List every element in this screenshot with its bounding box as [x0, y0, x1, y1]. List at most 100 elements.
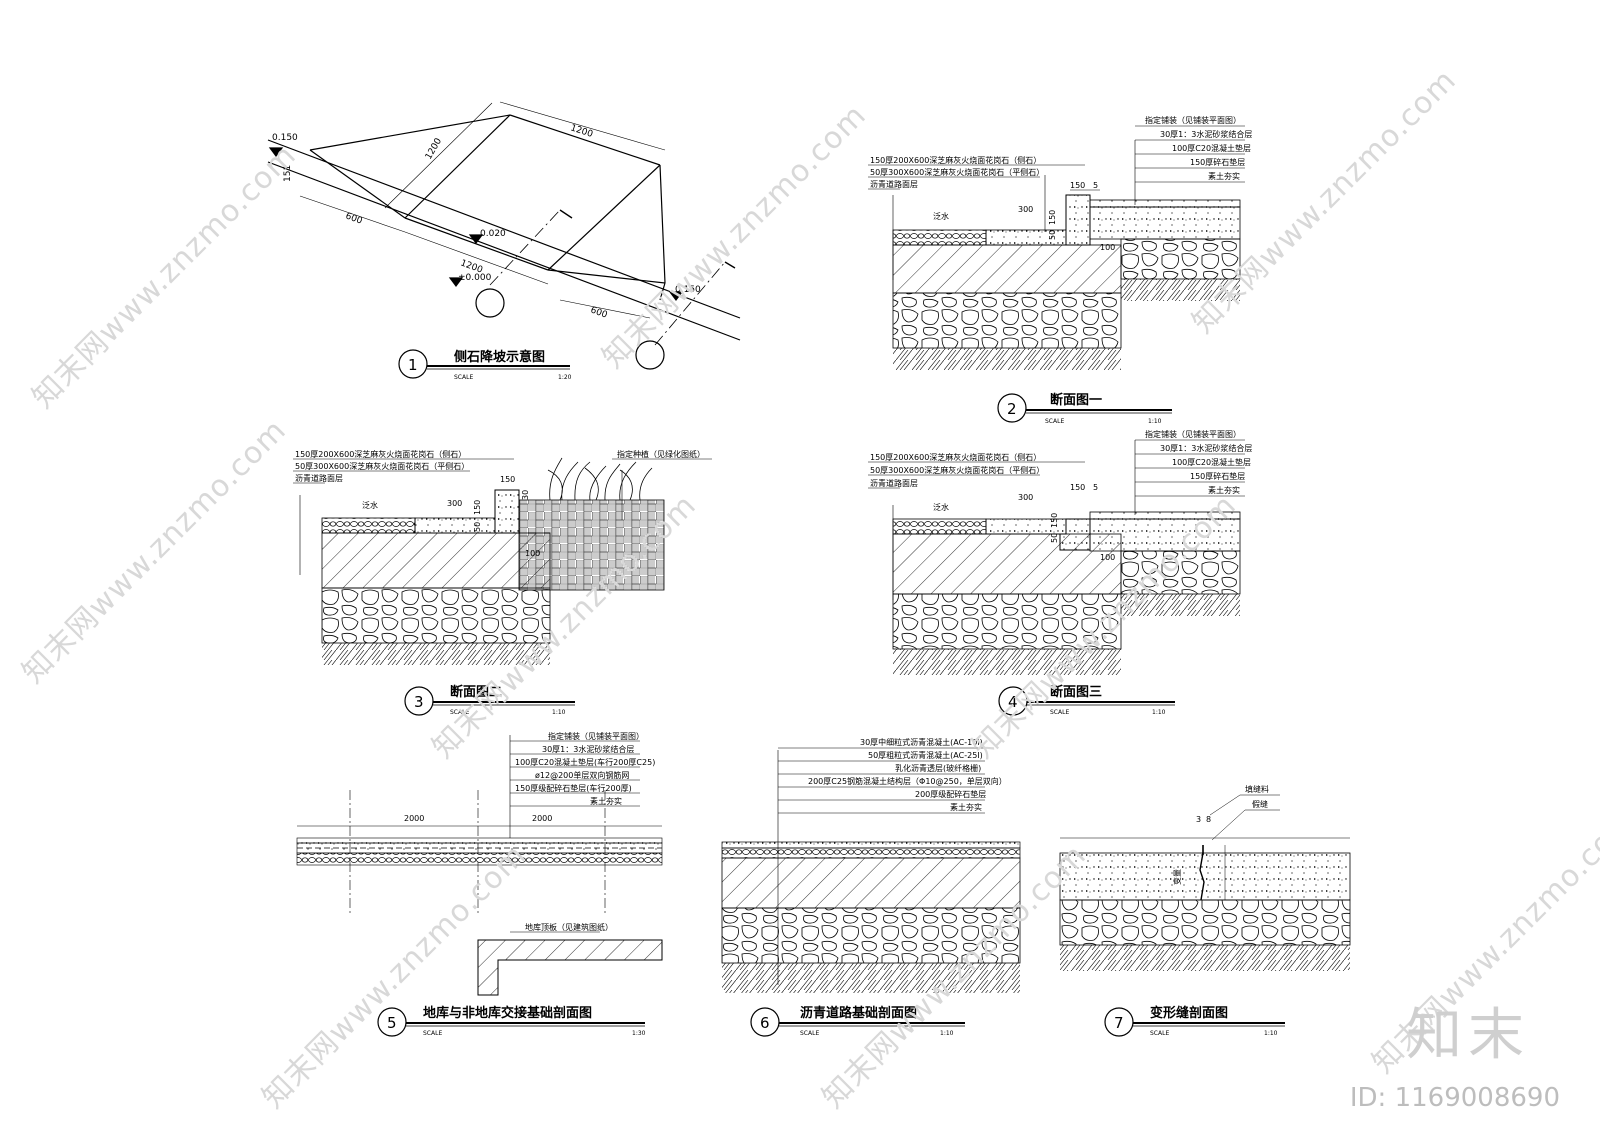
detail-4-notes: 150厚200X600深芝麻灰火烧面花岗石（侧石） 50厚300X600深芝麻灰…	[868, 429, 1252, 562]
note: 100厚C20混凝土垫层	[1172, 143, 1251, 153]
note: 200厚C25钢筋混凝土结构层（Φ10@250，单层双向）	[808, 776, 1007, 786]
note: 150厚200X600深芝麻灰火烧面花岗石（侧石）	[870, 155, 1041, 165]
title-block-7: 7 变形缝剖面图 SCALE 1:10	[1104, 1005, 1285, 1037]
detail-title: 断面图一	[1050, 392, 1102, 408]
detail-3-notes: 150厚200X600深芝麻灰火烧面花岗石（侧石） 50厚300X600深芝麻灰…	[293, 449, 712, 558]
note: 地库顶板（见建筑图纸）	[525, 922, 613, 932]
note: 150厚碎石垫层	[1190, 157, 1245, 167]
dim-label: 1200	[424, 136, 444, 161]
note: 指定铺装（见铺装平面图）	[1145, 429, 1241, 439]
detail-number: 1	[408, 356, 418, 374]
note: 沥青道路面层	[295, 473, 343, 483]
detail-title: 断面图二	[450, 684, 502, 700]
dim-label: 151	[283, 165, 293, 182]
scale-value: 1:10	[1152, 709, 1166, 716]
dim-label: 5	[1093, 483, 1098, 492]
title-block-3: 3 断面图二 SCALE 1:10	[404, 684, 575, 716]
level-label: ±0.000	[458, 273, 492, 283]
note: 沥青道路面层	[870, 478, 918, 488]
detail-number: 4	[1008, 693, 1018, 711]
scale-value: 1:20	[558, 374, 572, 381]
detail-2-section	[892, 140, 1241, 370]
note: 100厚C20混凝土垫层	[1172, 457, 1251, 467]
note: ø12@200单层双向钢筋网	[535, 770, 629, 780]
note: 填缝料	[1245, 784, 1269, 794]
scale-value: 1:30	[632, 1030, 646, 1037]
detail-number: 2	[1007, 400, 1017, 418]
scale-value: 1:10	[940, 1030, 954, 1037]
note: 假缝	[1252, 799, 1268, 809]
dim-label: 600	[344, 211, 364, 226]
dim-label: 8	[1206, 815, 1211, 824]
dim-label: 100	[1100, 243, 1115, 252]
note: 50厚300X600深芝麻灰火烧面花岗石（平侧石）	[295, 461, 469, 471]
note: 30厚1：3水泥砂浆结合层	[542, 744, 634, 754]
title-block-2: 2 断面图一 SCALE 1:10	[997, 392, 1172, 425]
detail-7-notes: 填缝料 假缝 3 8 变量	[1172, 784, 1269, 885]
label: 泛水	[933, 211, 949, 221]
detail-number: 6	[760, 1014, 770, 1032]
detail-4-section	[892, 440, 1241, 675]
scale-label: SCALE	[450, 709, 469, 716]
note: 素土夯实	[950, 802, 982, 812]
dim-label: 100	[525, 549, 540, 558]
title-block-1: 1 侧石降坡示意图 SCALE 1:20	[398, 349, 572, 381]
note: 50厚300X600深芝麻灰火烧面花岗石（平侧石）	[870, 465, 1044, 475]
note: 50厚粗粒式沥青混凝土(AC-25Ⅰ)	[868, 750, 983, 760]
scale-label: SCALE	[423, 1030, 442, 1037]
scale-value: 1:10	[1148, 418, 1162, 425]
dim-label: 150	[473, 500, 482, 515]
dim-label: 50	[473, 522, 482, 532]
note: 150厚碎石垫层	[1190, 471, 1245, 481]
detail-7-section	[1059, 794, 1351, 971]
dim-label: 150	[1050, 513, 1059, 528]
title-block-6: 6 沥青道路基础剖面图 SCALE 1:10	[750, 1005, 965, 1037]
detail-title: 侧石降坡示意图	[454, 349, 545, 365]
detail-6-notes: 30厚中细粒式沥青混凝土(AC-10Ⅰ) 50厚粗粒式沥青混凝土(AC-25Ⅰ)…	[778, 737, 1007, 814]
note: 150厚200X600深芝麻灰火烧面花岗石（侧石）	[870, 452, 1041, 462]
note: 30厚1：3水泥砂浆结合层	[1160, 443, 1252, 453]
scale-value: 1:10	[552, 709, 566, 716]
detail-title: 沥青道路基础剖面图	[800, 1005, 917, 1021]
note: 50厚300X600深芝麻灰火烧面花岗石（平侧石）	[870, 167, 1044, 177]
dim-label: 150	[500, 475, 515, 484]
note: 30厚中细粒式沥青混凝土(AC-10Ⅰ)	[860, 737, 983, 747]
detail-5-section	[296, 735, 663, 996]
dim-label: 50	[1050, 533, 1059, 543]
note: 指定铺装（见铺装平面图）	[548, 731, 644, 741]
dim-label: 1200	[569, 123, 594, 140]
note: 150厚级配碎石垫层(车行200厚)	[515, 783, 632, 793]
image-id: ID: 1169008690	[1349, 1083, 1560, 1113]
dim-label: 2000	[532, 814, 552, 823]
dim-label: 5	[1093, 181, 1098, 190]
detail-number: 5	[387, 1014, 397, 1032]
note: 指定铺装（见铺装平面图）	[1145, 115, 1241, 125]
dim-label: 100	[1100, 553, 1115, 562]
label: 变量	[1172, 869, 1182, 885]
dim-label: 2000	[404, 814, 424, 823]
level-label: 0.150	[272, 133, 298, 143]
scale-label: SCALE	[1150, 1030, 1169, 1037]
detail-5-notes: 指定铺装（见铺装平面图） 30厚1：3水泥砂浆结合层 100厚C20混凝土垫层(…	[404, 731, 655, 932]
scale-label: SCALE	[454, 374, 473, 381]
note: 100厚C20混凝土垫层(车行200厚C25)	[515, 757, 655, 767]
dim-label: 300	[447, 499, 462, 508]
note: 150厚200X600深芝麻灰火烧面花岗石（侧石）	[295, 449, 466, 459]
dim-label: 150	[1070, 181, 1085, 190]
detail-3-section	[299, 457, 665, 665]
dim-label: 300	[1018, 205, 1033, 214]
note: 素土夯实	[1208, 485, 1240, 495]
dim-label: 600	[589, 305, 609, 320]
note: 30厚1：3水泥砂浆结合层	[1160, 129, 1252, 139]
detail-title: 变形缝剖面图	[1150, 1005, 1228, 1021]
dim-label: 150	[1048, 210, 1057, 225]
detail-2-notes: 150厚200X600深芝麻灰火烧面花岗石（侧石） 50厚300X600深芝麻灰…	[868, 115, 1252, 252]
detail-title: 地库与非地库交接基础剖面图	[423, 1005, 592, 1021]
dim-label: 50	[1048, 230, 1057, 240]
note: 沥青道路面层	[870, 179, 918, 189]
label: 泛水	[362, 500, 378, 510]
note: 200厚级配碎石垫层	[915, 789, 986, 799]
note: 素土夯实	[590, 796, 622, 806]
level-label: 0.020	[480, 229, 506, 239]
